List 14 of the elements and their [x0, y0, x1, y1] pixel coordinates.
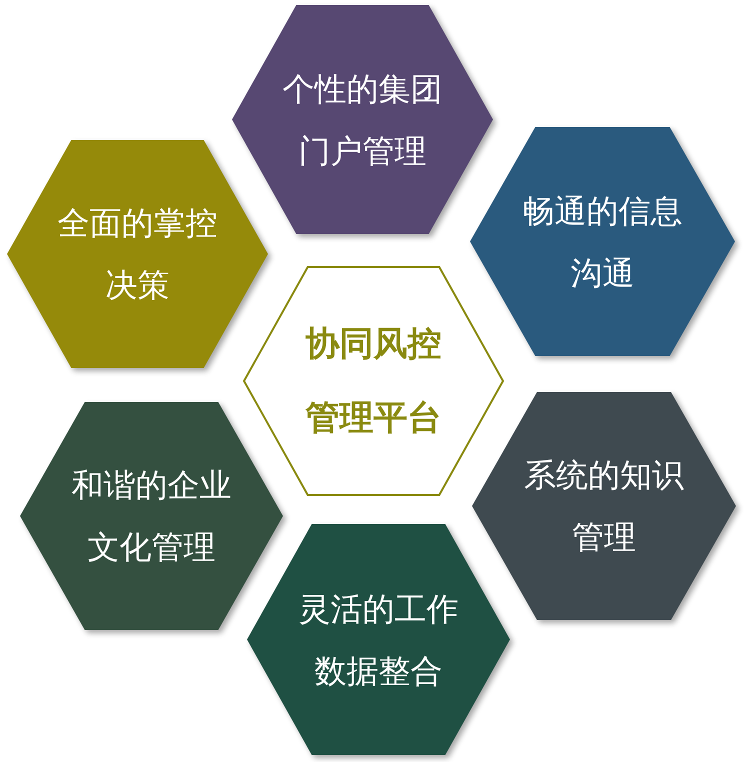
- hexagon-label: 协同风控管理平台: [304, 323, 442, 440]
- hexagon-label: 畅通的信息沟通: [522, 190, 684, 294]
- hexagon-tile: [18, 400, 285, 632]
- hexagon-tile: [245, 522, 512, 757]
- hexagon-tile: [470, 390, 738, 622]
- hexagon-tile: [230, 3, 495, 236]
- hexagon-label: 和谐的企业文化管理: [70, 465, 232, 568]
- hexagon-tile: [242, 265, 505, 497]
- hexagon-tile: [468, 125, 737, 358]
- hexagon-label: 全面的掌控决策: [56, 203, 218, 306]
- hexagon-label: 个性的集团门户管理: [282, 68, 444, 172]
- hexagon-tile: [5, 138, 270, 370]
- hexagon-label: 系统的知识管理: [523, 455, 685, 558]
- hexagon-label: 灵活的工作数据整合: [298, 588, 460, 692]
